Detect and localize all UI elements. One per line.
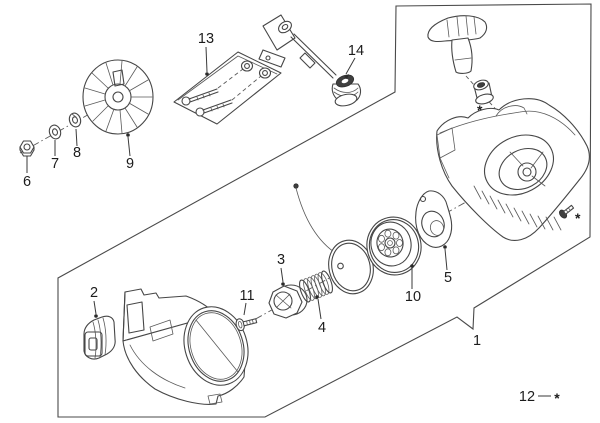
callout-1: 1	[473, 333, 481, 349]
callout-9: 9	[126, 156, 134, 172]
bracket-nut-2	[258, 67, 272, 79]
callout-labels: 1 2 3 4 5 6 7 8 9 10 11 13 14	[23, 31, 481, 349]
footnote-number: 12	[519, 389, 535, 405]
bracket-bolt-2	[195, 99, 233, 117]
callout-7: 7	[51, 156, 59, 172]
starter-grip-drawing	[427, 15, 488, 74]
washer-8-drawing	[68, 112, 82, 128]
rope-guide-cone-drawing	[473, 79, 494, 105]
bracket-plate-drawing	[173, 51, 282, 125]
callout-4: 4	[318, 320, 326, 336]
footnote-12: 12 *	[519, 389, 560, 406]
callout-8: 8	[73, 145, 81, 161]
screw-asterisk-marker: *	[575, 210, 581, 226]
washer-7-drawing	[48, 124, 62, 140]
shroud-aperture-ring	[183, 306, 249, 386]
bracket-bolt-1	[181, 88, 219, 106]
spring-drawing	[299, 270, 333, 303]
callout-14: 14	[348, 43, 364, 59]
fan-shroud-drawing	[122, 288, 249, 405]
leader-lines	[26, 46, 551, 397]
flange-nut-drawing	[19, 140, 35, 157]
buffer-block-drawing	[83, 315, 116, 360]
callout-6: 6	[23, 174, 31, 190]
screw-icon	[559, 204, 575, 219]
flywheel-fins	[84, 60, 153, 134]
callout-13: 13	[198, 31, 214, 47]
callout-3: 3	[277, 252, 285, 268]
rope-ferrule	[331, 74, 362, 107]
screw-11-drawing	[235, 318, 258, 332]
pawl-plate-drawing	[415, 190, 453, 248]
bracket-nut-1	[240, 60, 254, 72]
housing-cooling-fins	[473, 185, 562, 231]
callout-11: 11	[239, 288, 254, 304]
footnote-asterisk: *	[554, 390, 560, 406]
callout-2: 2	[90, 285, 98, 301]
callout-5: 5	[444, 270, 452, 286]
rope-pulley-drawing	[366, 216, 422, 276]
callout-10: 10	[405, 289, 421, 305]
assembly-boundary-outline	[57, 3, 592, 418]
starter-housing-drawing	[436, 98, 590, 241]
starter-hub-drawing	[268, 284, 308, 319]
grip-assembly-axis	[465, 75, 501, 115]
starter-rope-drawing	[293, 183, 374, 295]
flywheel-drawing	[82, 59, 154, 135]
rod-and-ferrule-drawing	[258, 14, 362, 107]
